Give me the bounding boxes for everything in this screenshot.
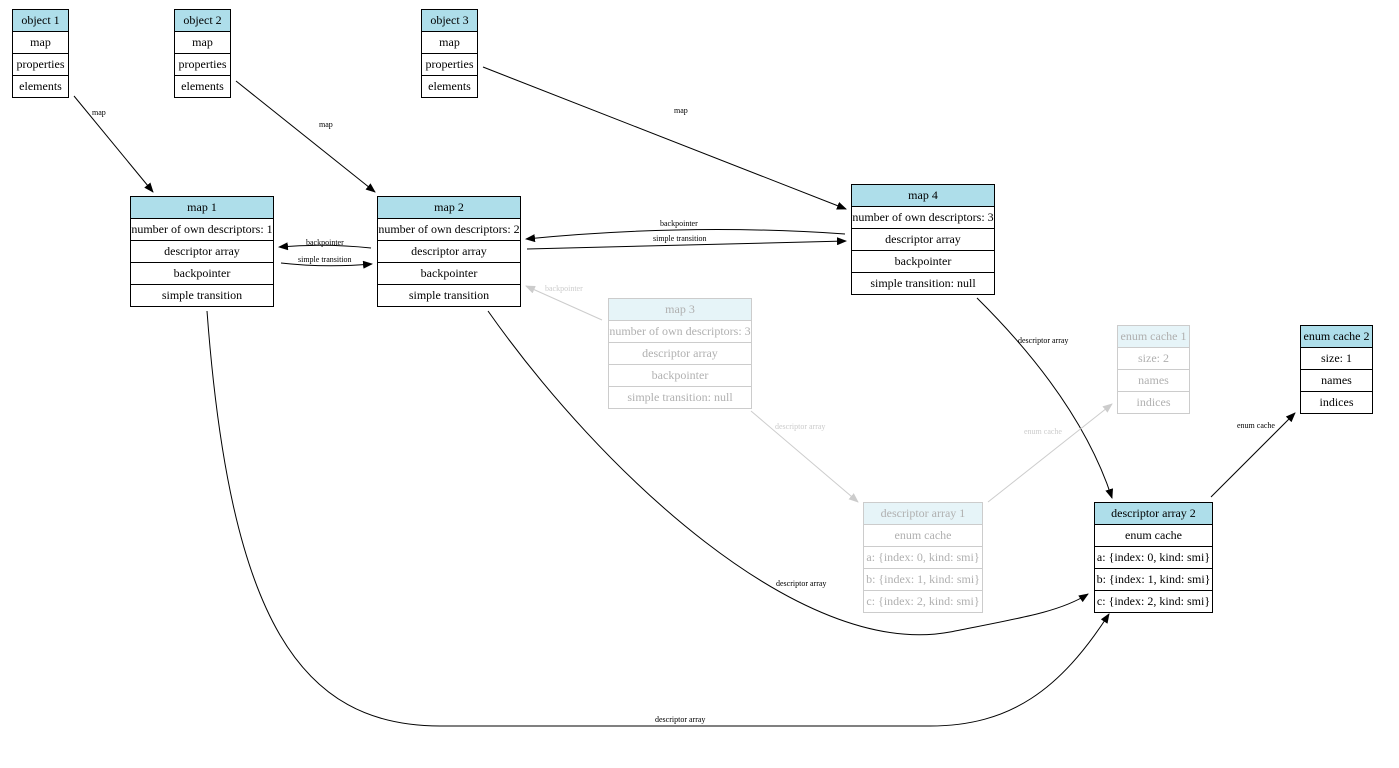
node-title: map 2 <box>378 197 520 218</box>
edge-label-map1-map2-transition: simple transition <box>298 255 352 264</box>
edge-label-map4-da2: descriptor array <box>1018 336 1068 345</box>
edge-label-object1-map: map <box>92 108 106 117</box>
node-field: backpointer <box>131 262 273 284</box>
node-title: enum cache 2 <box>1301 326 1372 347</box>
node-field: number of own descriptors: 3 <box>609 320 751 342</box>
edge-map2-map1-backpointer <box>278 242 372 251</box>
edge-map2-da2 <box>487 310 1089 636</box>
node-field: backpointer <box>609 364 751 386</box>
node-field: backpointer <box>852 250 994 272</box>
node-title: enum cache 1 <box>1118 326 1189 347</box>
edge-label-map2-da2: descriptor array <box>776 579 826 588</box>
node-field: a: {index: 0, kind: smi} <box>1095 546 1212 568</box>
node-field: b: {index: 1, kind: smi} <box>1095 568 1212 590</box>
edge-da1-ec1 <box>987 403 1113 503</box>
edge-map4-da2 <box>976 297 1114 499</box>
node-field: simple transition <box>378 284 520 306</box>
object-1-node: object 1 map properties elements <box>12 9 69 98</box>
object-2-node: object 2 map properties elements <box>174 9 231 98</box>
node-field: indices <box>1118 391 1189 413</box>
edge-label-map2-map4-transition: simple transition <box>653 234 707 243</box>
map-3-node: map 3 number of own descriptors: 3 descr… <box>608 298 752 409</box>
edge-map3-da1 <box>750 410 859 503</box>
edge-label-map3-map2-backpointer: backpointer <box>545 284 583 293</box>
map-1-node: map 1 number of own descriptors: 1 descr… <box>130 196 274 307</box>
node-field: names <box>1301 369 1372 391</box>
node-title: map 1 <box>131 197 273 218</box>
node-title: object 1 <box>13 10 68 31</box>
node-field: number of own descriptors: 1 <box>131 218 273 240</box>
node-field: elements <box>175 75 230 97</box>
object-3-node: object 3 map properties elements <box>421 9 478 98</box>
edge-map2-map4-transition <box>526 237 847 250</box>
edge-map4-map2-backpointer <box>525 229 846 243</box>
node-field: elements <box>422 75 477 97</box>
node-field: descriptor array <box>378 240 520 262</box>
node-field: backpointer <box>378 262 520 284</box>
map-4-node: map 4 number of own descriptors: 3 descr… <box>851 184 995 295</box>
node-title: object 2 <box>175 10 230 31</box>
node-field: indices <box>1301 391 1372 413</box>
node-field: number of own descriptors: 2 <box>378 218 520 240</box>
node-field: simple transition: null <box>609 386 751 408</box>
node-title: descriptor array 2 <box>1095 503 1212 524</box>
node-title: map 3 <box>609 299 751 320</box>
edge-label-object3-map: map <box>674 106 688 115</box>
node-field: properties <box>422 53 477 75</box>
node-field: map <box>13 31 68 53</box>
node-field: a: {index: 0, kind: smi} <box>864 546 982 568</box>
edge-label-da2-ec2: enum cache <box>1237 421 1275 430</box>
edge-da2-ec2 <box>1210 412 1296 498</box>
edge-map3-map2-backpointer <box>525 285 603 321</box>
node-field: number of own descriptors: 3 <box>852 206 994 228</box>
node-field: elements <box>13 75 68 97</box>
node-field: properties <box>175 53 230 75</box>
node-field: map <box>175 31 230 53</box>
node-field: enum cache <box>864 524 982 546</box>
edge-object3-map4 <box>482 66 847 210</box>
edge-object1-map1 <box>73 95 154 193</box>
enum-cache-1-node: enum cache 1 size: 2 names indices <box>1117 325 1190 414</box>
edge-label-map4-map2-backpointer: backpointer <box>660 219 698 228</box>
node-field: descriptor array <box>131 240 273 262</box>
node-field: descriptor array <box>609 342 751 364</box>
node-field: size: 1 <box>1301 347 1372 369</box>
node-field: c: {index: 2, kind: smi} <box>864 590 982 612</box>
node-field: b: {index: 1, kind: smi} <box>864 568 982 590</box>
edge-label-map1-da2: descriptor array <box>655 715 705 724</box>
edge-label-object2-map: map <box>319 120 333 129</box>
edge-map1-da2 <box>206 310 1110 727</box>
edge-label-map2-map1-backpointer: backpointer <box>306 238 344 247</box>
node-field: enum cache <box>1095 524 1212 546</box>
edge-label-da1-ec1: enum cache <box>1024 427 1062 436</box>
node-title: map 4 <box>852 185 994 206</box>
descriptor-array-2-node: descriptor array 2 enum cache a: {index:… <box>1094 502 1213 613</box>
edge-label-map3-da1: descriptor array <box>775 422 825 431</box>
node-title: descriptor array 1 <box>864 503 982 524</box>
node-field: size: 2 <box>1118 347 1189 369</box>
enum-cache-2-node: enum cache 2 size: 1 names indices <box>1300 325 1373 414</box>
node-field: names <box>1118 369 1189 391</box>
node-title: object 3 <box>422 10 477 31</box>
descriptor-array-1-node: descriptor array 1 enum cache a: {index:… <box>863 502 983 613</box>
node-field: descriptor array <box>852 228 994 250</box>
map-2-node: map 2 number of own descriptors: 2 descr… <box>377 196 521 307</box>
node-field: properties <box>13 53 68 75</box>
edge-object2-map2 <box>235 80 376 193</box>
node-field: map <box>422 31 477 53</box>
node-field: c: {index: 2, kind: smi} <box>1095 590 1212 612</box>
edge-map1-map2-transition <box>280 260 373 269</box>
node-field: simple transition: null <box>852 272 994 294</box>
node-field: simple transition <box>131 284 273 306</box>
